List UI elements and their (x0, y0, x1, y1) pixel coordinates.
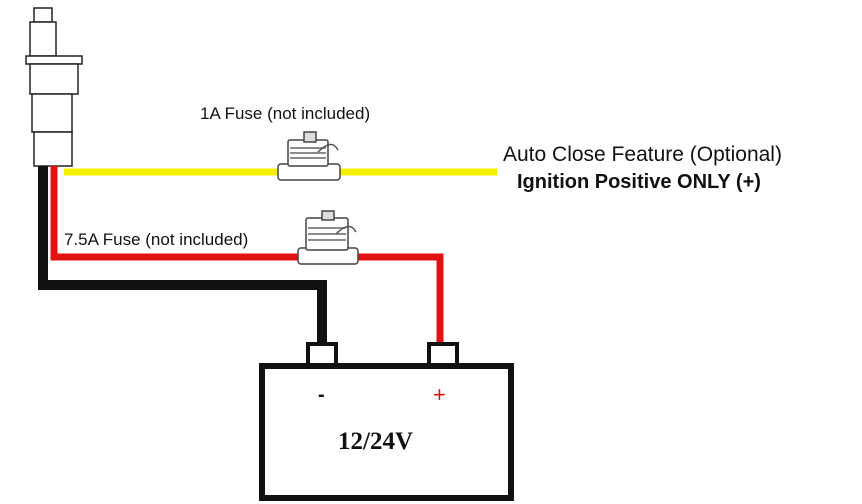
fuse-7-5a-icon (297, 210, 359, 265)
battery-body (259, 363, 514, 501)
battery-terminal-negative (306, 342, 338, 368)
ignition-label: Ignition Positive ONLY (+) (517, 171, 761, 193)
sensor-connector (25, 7, 83, 167)
auto-close-label: Auto Close Feature (Optional) (503, 143, 782, 166)
positive-wire (50, 166, 444, 344)
battery (259, 342, 514, 501)
battery-terminal-positive (427, 342, 459, 368)
fuse-7-5a-label: 7.5A Fuse (not included) (64, 230, 249, 249)
negative-terminal-label: - (318, 384, 325, 406)
positive-terminal-label: + (433, 382, 446, 407)
ground-wire (38, 166, 327, 344)
fuse-1a-icon (277, 131, 341, 181)
fuse-1a-label: 1A Fuse (not included) (200, 104, 371, 123)
battery-voltage-label: 12/24V (338, 428, 413, 455)
